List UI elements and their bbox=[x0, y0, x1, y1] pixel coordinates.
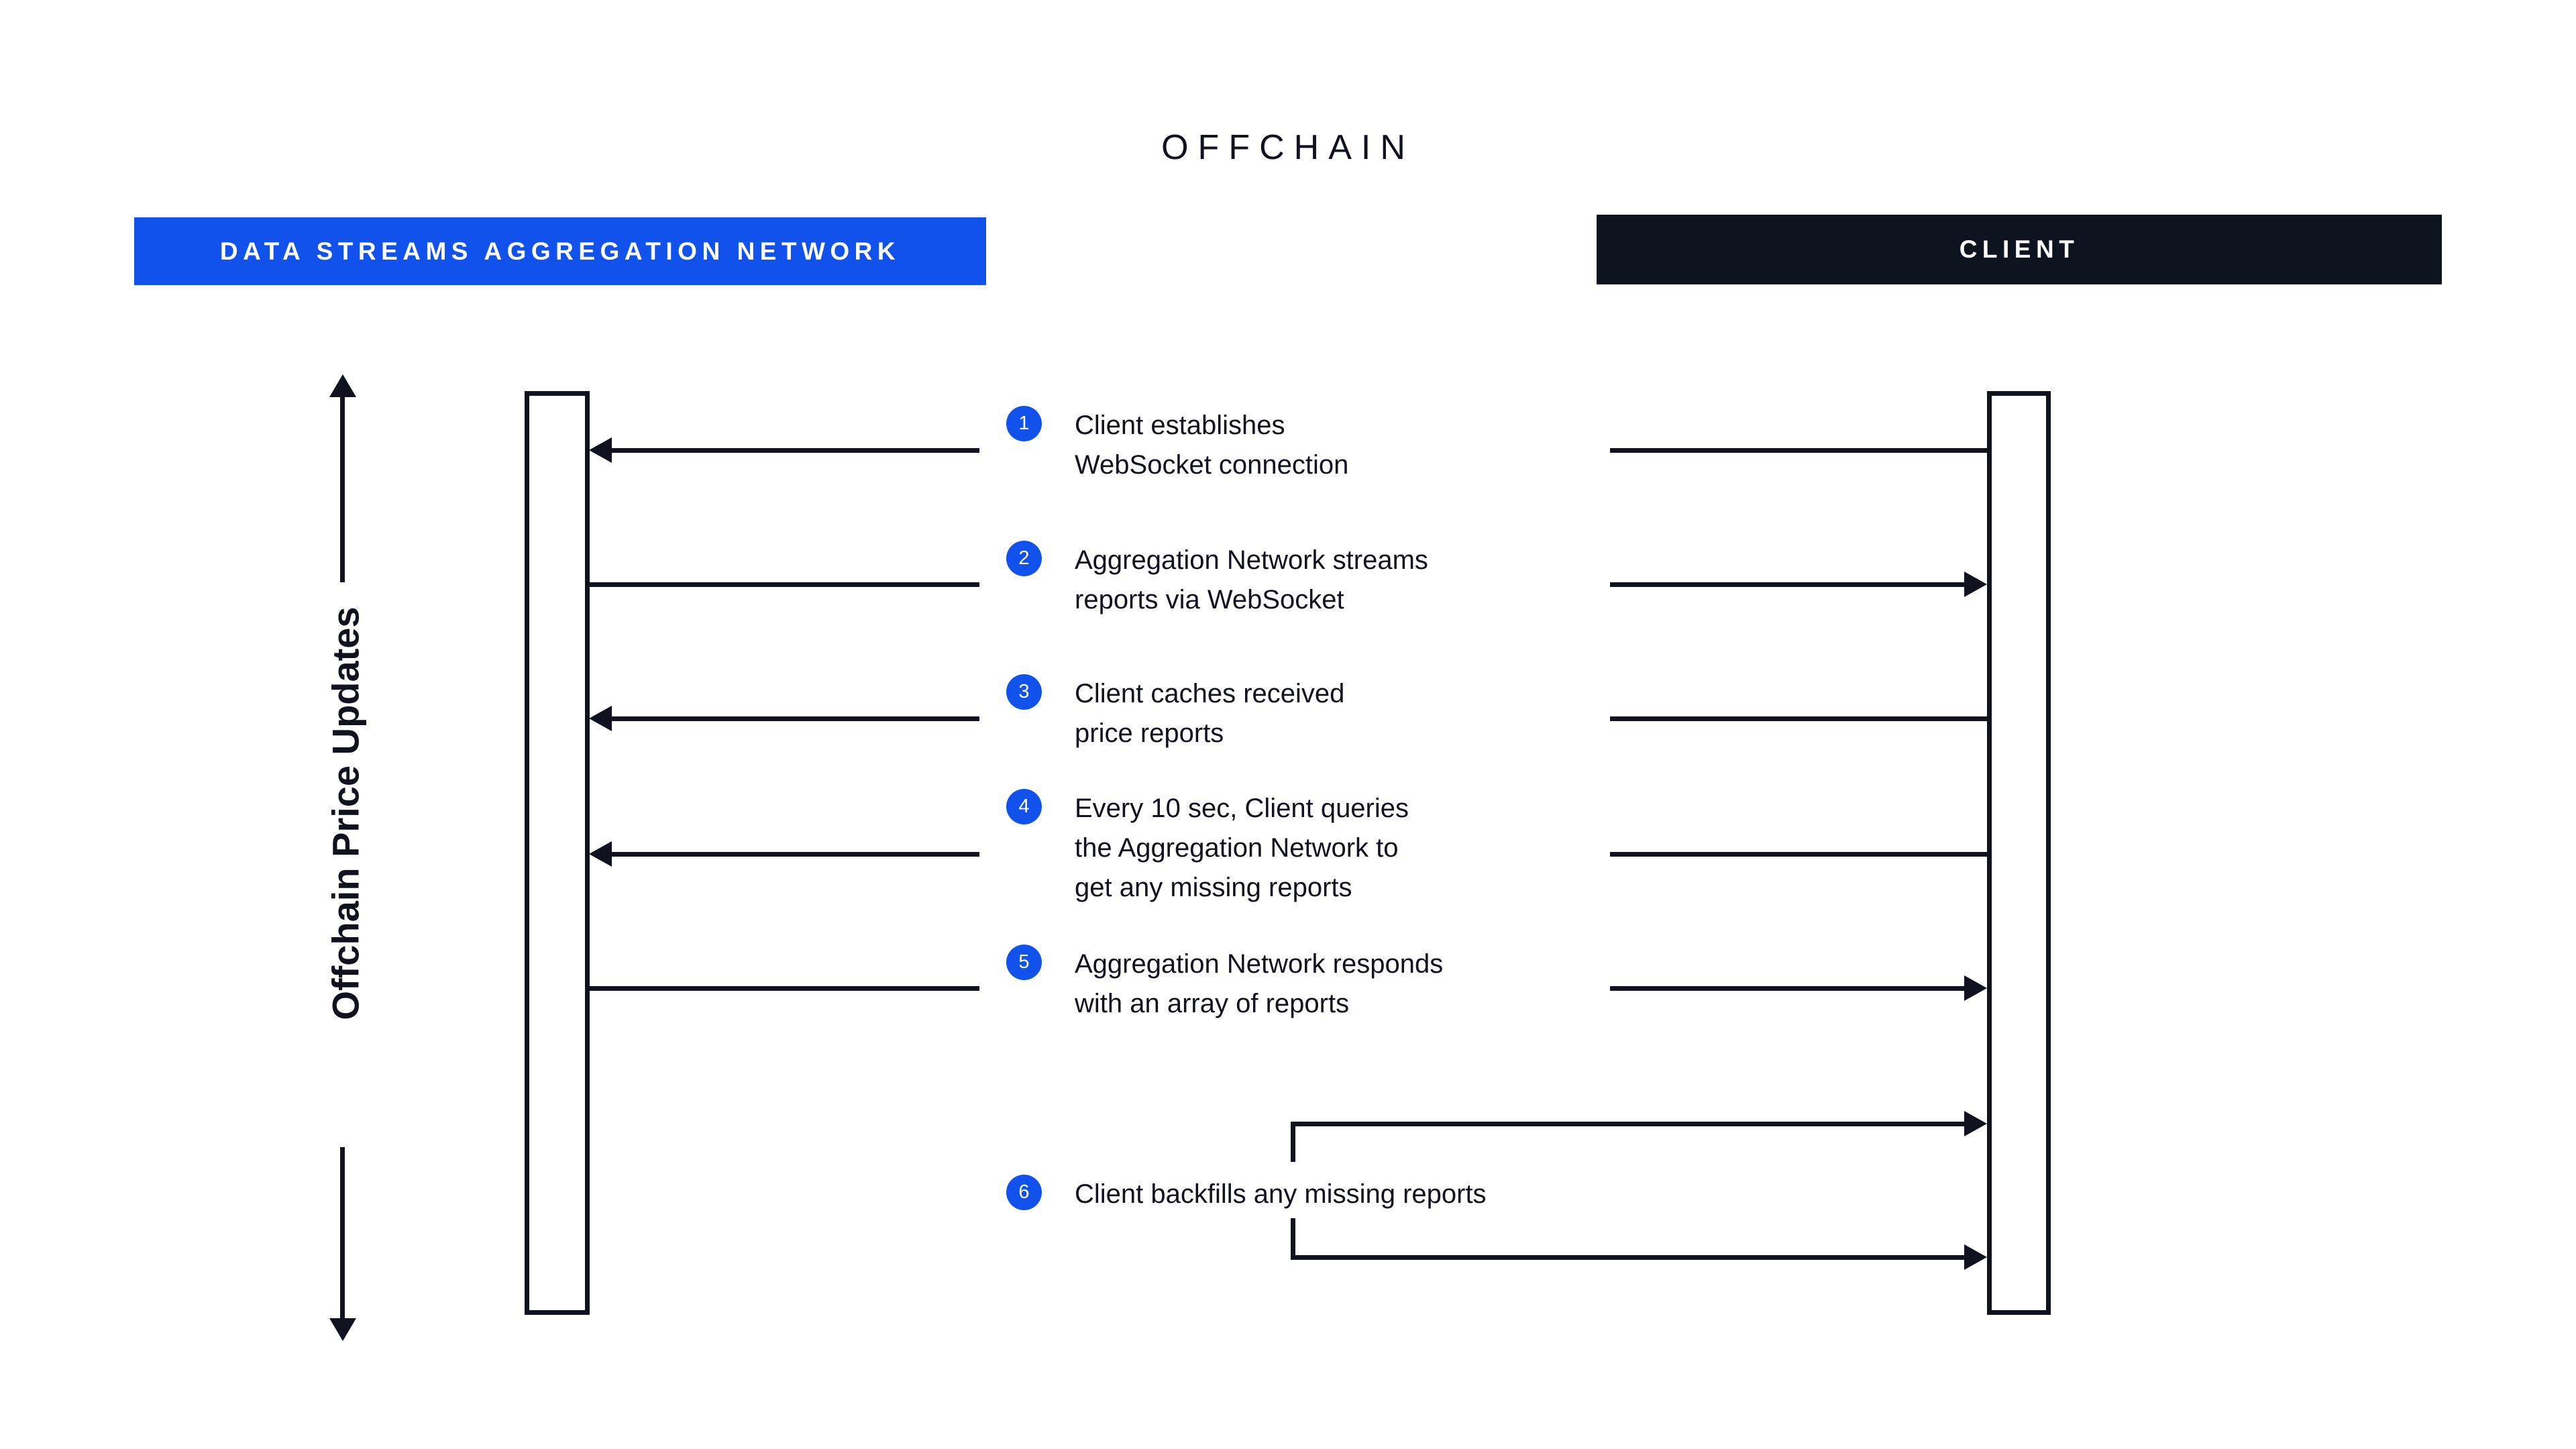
step-6: 6 Client backfills any missing reports bbox=[1006, 1175, 1487, 1214]
bracket-stub-6-lower bbox=[1291, 1218, 1295, 1260]
arrowhead-right-5 bbox=[1964, 975, 1987, 1001]
message-line-4-left-segment bbox=[600, 852, 979, 857]
axis-line-upper bbox=[340, 394, 345, 582]
message-line-1-right-segment bbox=[1610, 448, 1987, 453]
arrowhead-left-4 bbox=[589, 841, 612, 867]
arrowhead-right-6-lower bbox=[1964, 1244, 1987, 1270]
lane-header-aggregation-network-label: DATA STREAMS AGGREGATION NETWORK bbox=[219, 237, 901, 265]
message-line-2-right-segment bbox=[1610, 582, 1964, 587]
message-line-3-left-segment bbox=[600, 716, 979, 721]
axis-line-lower bbox=[340, 1147, 345, 1323]
message-line-6-upper bbox=[1291, 1122, 1964, 1126]
step-text-2: Aggregation Network streams reports via … bbox=[1075, 545, 1428, 614]
step-text-4: Every 10 sec, Client queries the Aggrega… bbox=[1075, 794, 1409, 902]
step-text-1: Client establishes WebSocket connection bbox=[1075, 411, 1349, 480]
lifeline-aggregation-network bbox=[525, 391, 590, 1315]
step-3: 3 Client caches received price reports bbox=[1006, 674, 1344, 753]
offchain-price-updates-axis: Offchain Price Updates bbox=[305, 374, 386, 1342]
step-text-3: Client caches received price reports bbox=[1075, 679, 1345, 748]
page-title: OFFCHAIN bbox=[1161, 128, 1415, 167]
step-badge-5: 5 bbox=[1006, 945, 1042, 980]
step-badge-4: 4 bbox=[1006, 789, 1042, 824]
step-4: 4 Every 10 sec, Client queries the Aggre… bbox=[1006, 789, 1409, 908]
bracket-stub-6-upper bbox=[1291, 1122, 1295, 1162]
step-1: 1 Client establishes WebSocket connectio… bbox=[1006, 406, 1348, 485]
step-badge-1: 1 bbox=[1006, 406, 1042, 441]
message-line-5-right-segment bbox=[1610, 986, 1964, 991]
axis-label: Offchain Price Updates bbox=[324, 606, 367, 1020]
lane-header-client-label: CLIENT bbox=[1959, 235, 2080, 263]
step-2: 2 Aggregation Network streams reports vi… bbox=[1006, 541, 1428, 620]
arrowhead-left-3 bbox=[589, 706, 612, 731]
arrow-down-icon bbox=[329, 1318, 356, 1341]
arrowhead-right-2 bbox=[1964, 572, 1987, 597]
step-text-5: Aggregation Network responds with an arr… bbox=[1075, 949, 1444, 1018]
step-text-6: Client backfills any missing reports bbox=[1075, 1179, 1487, 1209]
step-badge-6: 6 bbox=[1006, 1175, 1042, 1210]
message-line-2-left-segment bbox=[590, 582, 979, 587]
arrowhead-left-1 bbox=[589, 437, 612, 463]
message-line-5-left-segment bbox=[590, 986, 979, 991]
arrowhead-right-6-upper bbox=[1964, 1111, 1987, 1136]
lifeline-client bbox=[1987, 391, 2051, 1315]
message-line-1-left-segment bbox=[600, 448, 979, 453]
arrow-up-icon bbox=[329, 374, 356, 397]
step-badge-2: 2 bbox=[1006, 541, 1042, 576]
step-5: 5 Aggregation Network responds with an a… bbox=[1006, 945, 1443, 1024]
message-line-6-lower bbox=[1291, 1255, 1964, 1260]
step-badge-3: 3 bbox=[1006, 674, 1042, 710]
message-line-3-right-segment bbox=[1610, 716, 1987, 721]
lane-header-aggregation-network: DATA STREAMS AGGREGATION NETWORK bbox=[134, 217, 986, 285]
lane-header-client: CLIENT bbox=[1597, 215, 2442, 284]
message-line-4-right-segment bbox=[1610, 852, 1987, 857]
